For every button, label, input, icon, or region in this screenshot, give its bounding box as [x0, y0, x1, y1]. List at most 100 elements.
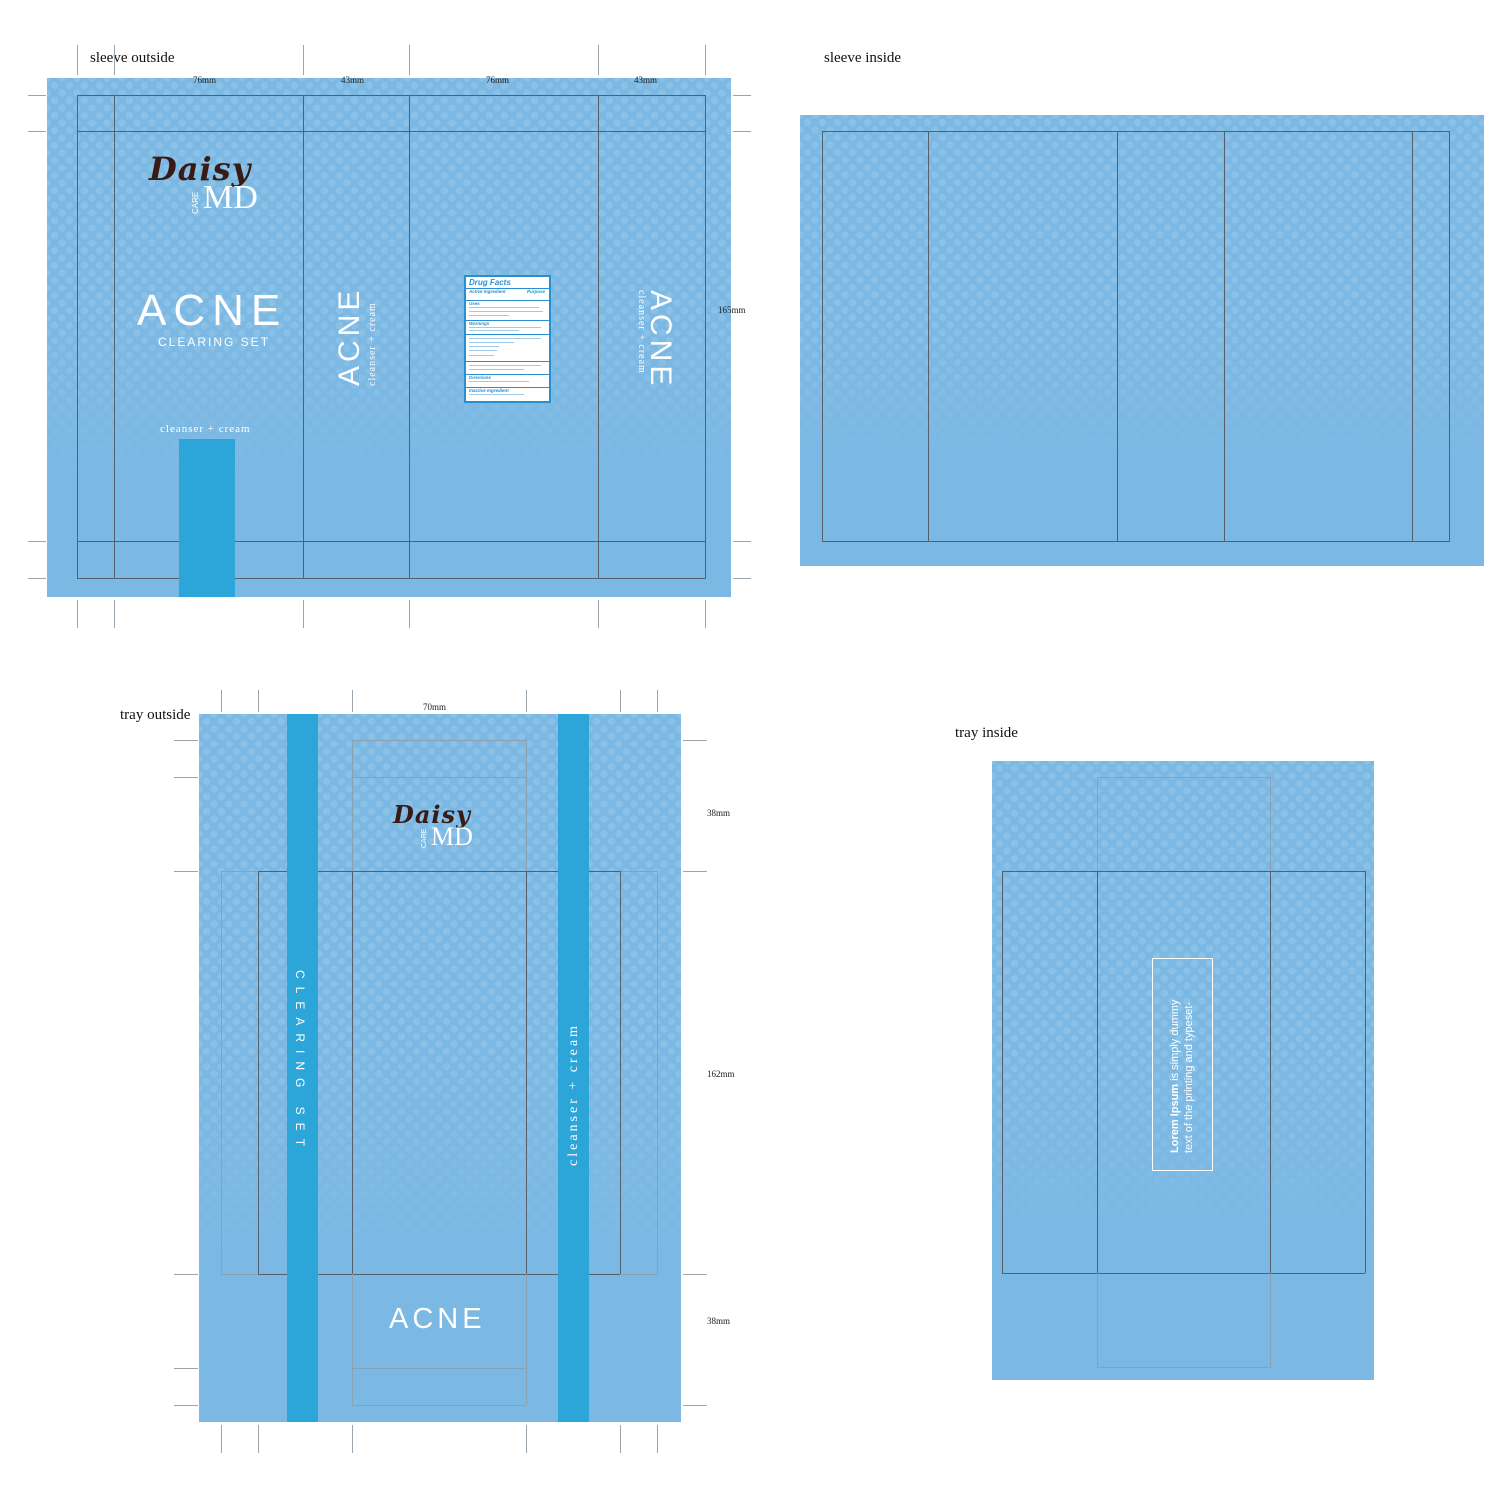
crop-mark [28, 578, 46, 579]
crop-mark [174, 871, 198, 872]
logo-script: Daisy [149, 150, 252, 188]
die-line [221, 871, 222, 1274]
fold-line [77, 95, 706, 96]
side-tagline: cleanser + cream [367, 302, 378, 386]
die-line [352, 1274, 353, 1405]
df-inactive: Inactive Ingredient [469, 388, 509, 393]
strip-tagline: cleanser + cream [566, 1023, 581, 1166]
crop-mark [352, 690, 353, 712]
front-subtitle: CLEARING SET [158, 335, 271, 349]
crop-mark [174, 1274, 198, 1275]
crop-mark [303, 45, 304, 75]
dim-43mm: 43mm [634, 75, 658, 85]
logo-script: Daisy [393, 800, 471, 829]
die-line [1270, 1273, 1271, 1367]
crop-mark [221, 690, 222, 712]
fold-line [258, 871, 259, 1274]
fold-line [77, 131, 706, 132]
crop-mark [733, 541, 751, 542]
crop-mark [705, 45, 706, 75]
front-tagline: cleanser + cream [160, 423, 251, 435]
df-uses: Uses [469, 301, 480, 306]
crop-mark [683, 871, 707, 872]
dim-162mm: 162mm [707, 1069, 735, 1079]
tray-inside-text-rest: is simply dummy [1169, 999, 1181, 1084]
fold-line [1270, 871, 1271, 1273]
df-text-line [469, 350, 497, 351]
crop-mark [174, 777, 198, 778]
df-text-line [469, 346, 499, 347]
df-divider [466, 334, 549, 335]
dim-70mm: 70mm [423, 702, 447, 712]
crop-mark [620, 1425, 621, 1453]
df-text-line [469, 394, 524, 395]
fold-line [1117, 131, 1118, 541]
sleeve-inside-panel [800, 115, 1484, 566]
df-text-line [469, 365, 541, 366]
die-line [526, 740, 527, 871]
fold-line [1002, 871, 1003, 1273]
tray-inside-label: tray inside [955, 725, 1018, 741]
die-line [352, 1405, 526, 1406]
panel-fade [47, 311, 731, 597]
fold-line [303, 95, 304, 578]
accent-strip-left [287, 714, 318, 1422]
crop-mark [733, 131, 751, 132]
fold-line [822, 131, 823, 541]
tray-title: ACNE [389, 1303, 486, 1335]
fold-line [258, 871, 621, 872]
df-text-line [469, 338, 541, 339]
fold-line [258, 1274, 621, 1275]
fold-line [822, 131, 1450, 132]
df-divider [466, 361, 549, 362]
fold-line [928, 131, 929, 541]
crop-mark [28, 541, 46, 542]
crop-mark [683, 1274, 707, 1275]
die-line [352, 1368, 526, 1369]
df-text-line [469, 307, 539, 308]
sleeve-inside-label: sleeve inside [824, 50, 902, 66]
fold-line [114, 95, 115, 578]
dim-43mm: 43mm [341, 75, 365, 85]
df-text-line [469, 355, 494, 356]
fold-line [1097, 871, 1098, 1273]
crop-mark [28, 131, 46, 132]
logo-care: CARE [421, 828, 428, 848]
die-line [221, 871, 258, 872]
crop-mark [526, 1425, 527, 1453]
side-title-right: ACNE [644, 290, 677, 390]
die-line [1097, 1367, 1271, 1368]
panel-fade [800, 317, 1484, 566]
df-active: Active Ingredient [469, 289, 506, 294]
df-text-line [469, 381, 529, 382]
df-divider [466, 300, 549, 301]
crop-mark [657, 690, 658, 712]
fold-line [1365, 871, 1366, 1273]
df-text-line [469, 369, 524, 370]
crop-mark [683, 1405, 707, 1406]
die-line [221, 1274, 258, 1275]
crop-mark [174, 1405, 198, 1406]
crop-mark [258, 690, 259, 712]
fold-line [620, 871, 621, 1274]
crop-mark [221, 1425, 222, 1453]
df-warnings: Warnings [469, 321, 490, 326]
df-text-line [469, 330, 519, 331]
logo-md: MD [203, 179, 258, 216]
tray-inside-text-box: Lorem Ipsum is simply dummy text of the … [1152, 958, 1213, 1171]
crop-mark [733, 95, 751, 96]
sleeve-outside-panel: cleanser + cream Daisy CARE MD ACNE CLEA… [47, 78, 731, 597]
df-text-line [469, 311, 543, 312]
tray-inside-text-line2: text of the printing and typeset- [1183, 1001, 1195, 1153]
crop-mark [28, 95, 46, 96]
crop-mark [114, 600, 115, 628]
front-title: ACNE [137, 286, 288, 335]
crop-mark [174, 1368, 198, 1369]
crop-mark [683, 740, 707, 741]
fold-line [598, 95, 599, 578]
crop-mark [77, 45, 78, 75]
fold-line [77, 95, 78, 578]
fold-line [705, 95, 706, 578]
dim-76mm: 76mm [193, 75, 217, 85]
die-line [620, 871, 657, 872]
